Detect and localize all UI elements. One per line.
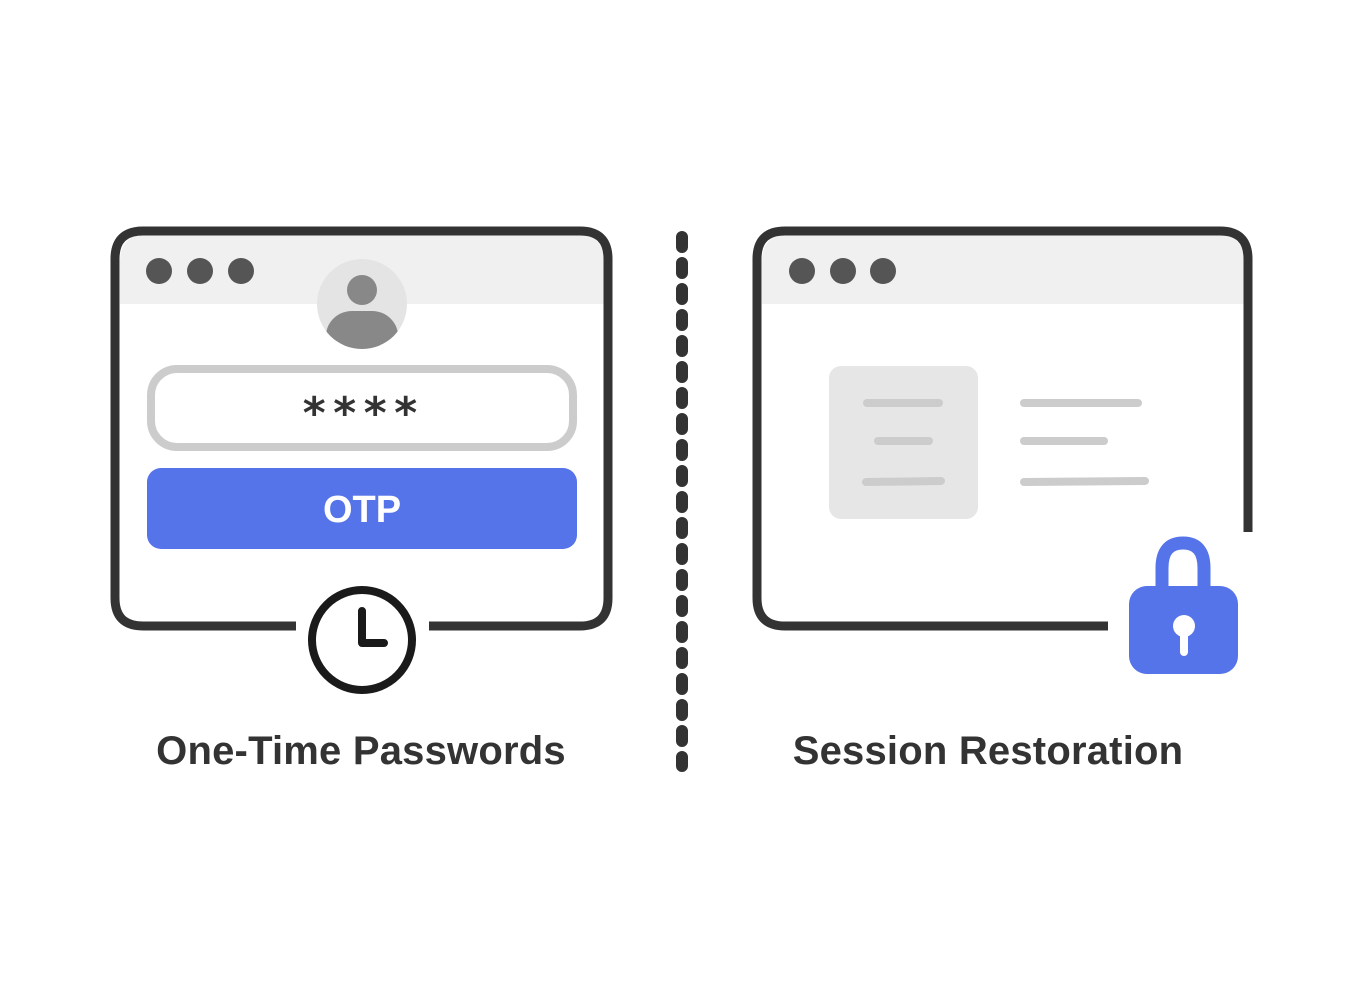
window-dot-icon bbox=[187, 258, 213, 284]
user-avatar-icon bbox=[317, 259, 407, 349]
otp-window-frame bbox=[110, 226, 613, 631]
window-dot-icon bbox=[228, 258, 254, 284]
otp-button[interactable] bbox=[147, 468, 577, 549]
session-window-frame bbox=[752, 226, 1253, 631]
window-dot-icon bbox=[870, 258, 896, 284]
otp-window: **** OTP bbox=[110, 226, 613, 694]
window-dot-icon bbox=[789, 258, 815, 284]
window-dot-icon bbox=[146, 258, 172, 284]
password-value: **** bbox=[301, 388, 423, 439]
session-caption: Session Restoration bbox=[792, 729, 1184, 773]
document-icon bbox=[829, 366, 978, 519]
window-dot-icon bbox=[830, 258, 856, 284]
password-field[interactable] bbox=[147, 365, 577, 451]
content-lines bbox=[1020, 399, 1149, 486]
session-window-titlebar bbox=[762, 234, 1244, 304]
otp-button-label: OTP bbox=[323, 489, 401, 531]
session-window bbox=[752, 226, 1253, 674]
otp-caption: One-Time Passwords bbox=[156, 729, 566, 773]
lock-icon bbox=[1129, 536, 1238, 674]
clock-icon bbox=[308, 586, 416, 694]
